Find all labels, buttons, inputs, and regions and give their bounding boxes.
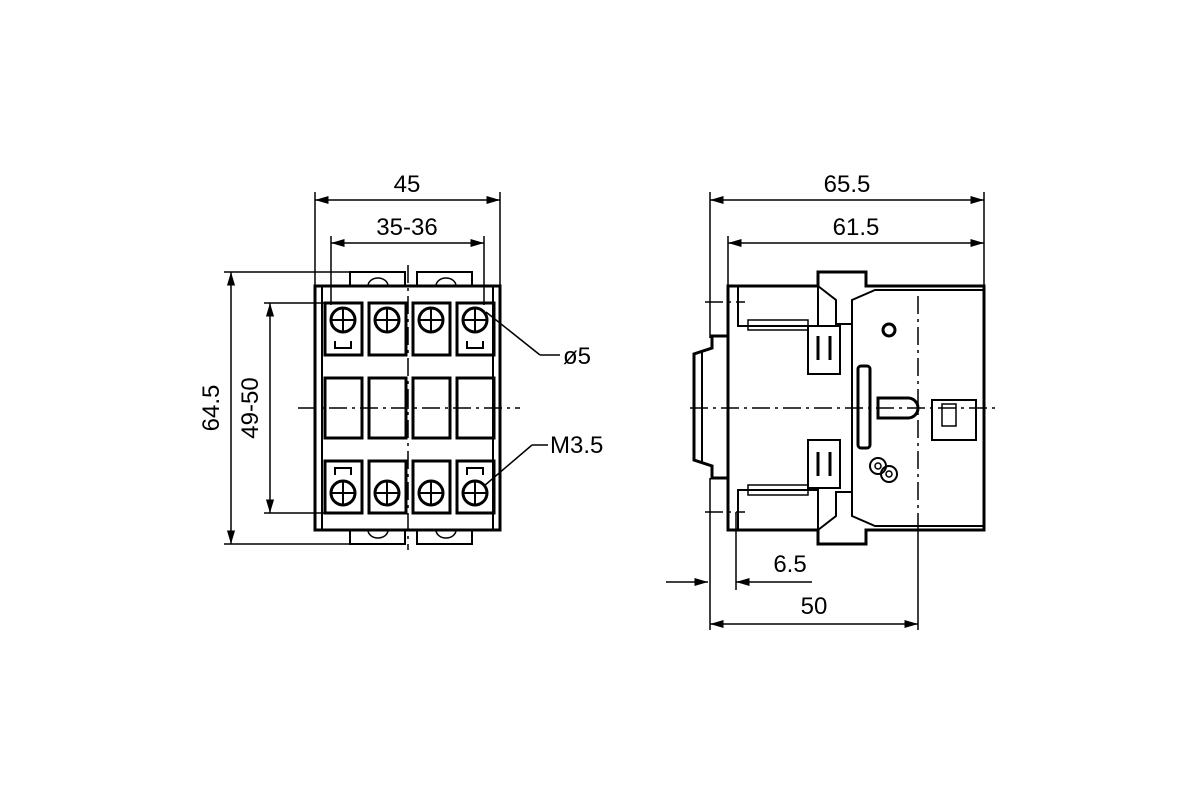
terminal-screw [373,479,401,507]
mounting-hole-icon [881,322,897,338]
adjustment-screw-icon [869,457,898,483]
middle-windows [323,376,496,440]
front-view: 45 35-36 64.5 49-50 ø5 [198,171,603,550]
dimension-45: 45 [314,171,501,286]
terminal-screw [373,306,401,334]
dimension-label: M3.5 [550,432,603,459]
dimension-label: 6.5 [773,551,806,578]
bottom-terminals [323,459,496,515]
bottom-tabs [349,529,473,545]
dimension-65-5: 65.5 [709,171,985,338]
dimension-50: 50 [710,528,919,630]
dimension-label: 61.5 [833,214,880,241]
dimension-label: 45 [394,171,421,198]
terminal-screw [329,306,357,334]
dimension-label: 49-50 [237,377,264,438]
top-terminals [323,301,496,357]
side-view: 65.5 61.5 6.5 50 [666,171,1000,630]
dimension-35-36: 35-36 [330,214,485,305]
leader-hole-diameter: ø5 [485,311,591,370]
dimension-6-5: 6.5 [666,478,812,630]
terminal-screw [417,479,445,507]
dimension-49-50: 49-50 [237,302,340,514]
terminal-screw [461,479,489,507]
dimension-label: 64.5 [198,385,225,432]
terminal-screw [329,479,357,507]
terminal-screw [417,306,445,334]
dimension-64-5: 64.5 [198,271,350,545]
dimension-label: ø5 [563,343,591,370]
dimension-61-5: 61.5 [727,214,984,286]
leader-screw-size: M3.5 [483,432,603,487]
top-tabs [349,271,473,287]
terminal-screw [461,306,489,334]
dimension-label: 65.5 [824,171,871,198]
din-rail-clip [692,334,728,480]
dimension-label: 35-36 [376,214,437,241]
dimension-label: 50 [801,593,828,620]
